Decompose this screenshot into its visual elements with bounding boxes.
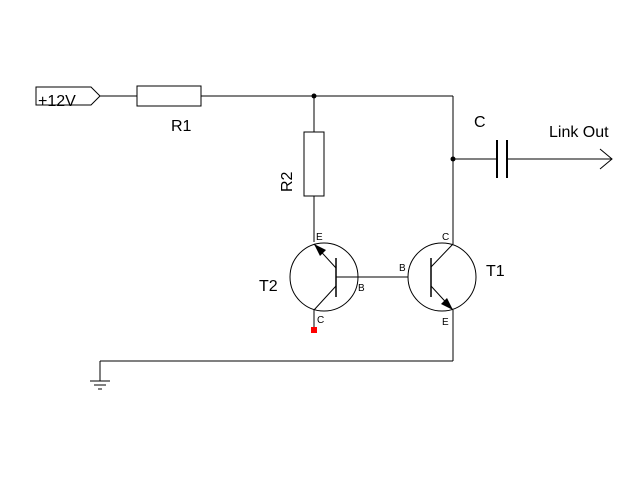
- t1-pin-e-label: E: [442, 317, 449, 328]
- transistor-t1: [407, 242, 477, 312]
- t1-label: T1: [486, 263, 505, 280]
- r1-label: R1: [171, 118, 192, 135]
- t2-pin-e-label: E: [316, 232, 323, 243]
- resistor-r1: [136, 85, 202, 107]
- supply-label: +12V: [38, 93, 76, 110]
- t2-pin-c-label: C: [317, 315, 324, 326]
- t2-emitter-arrow: [314, 244, 326, 256]
- ground-icon: [90, 380, 110, 390]
- t1-pin-c-label: C: [442, 232, 449, 243]
- output-label: Link Out: [549, 124, 609, 141]
- t2-label: T2: [259, 278, 278, 295]
- t1-emitter-arrow: [441, 298, 453, 310]
- resistor-r2: [303, 131, 325, 197]
- t1-collector-lead: [430, 243, 454, 268]
- unconnected-pin-marker: [311, 327, 317, 333]
- t2-pin-b-label: B: [358, 283, 365, 294]
- output-arrow: [599, 148, 613, 170]
- supply-port: [35, 86, 101, 106]
- t2-collector-lead: [313, 285, 337, 311]
- r2-label: R2: [279, 171, 296, 192]
- t1-pin-b-label: B: [399, 263, 406, 274]
- capacitor-label: C: [474, 114, 486, 131]
